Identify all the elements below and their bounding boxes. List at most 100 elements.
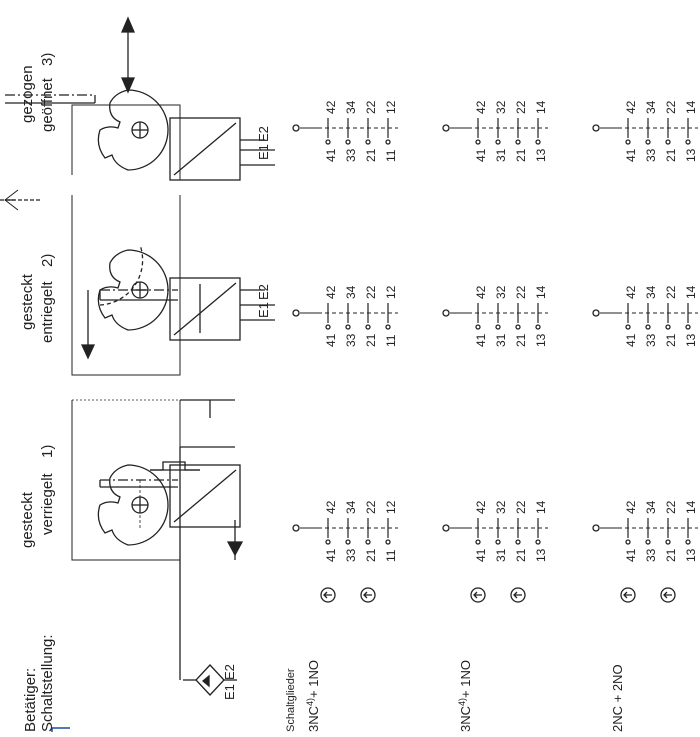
solenoid-icon bbox=[169, 117, 241, 181]
terminal-number: 33 bbox=[344, 548, 358, 562]
terminal-number: 41 bbox=[624, 333, 638, 347]
positive-opening-icon bbox=[620, 587, 636, 603]
terminal-number: 21 bbox=[364, 148, 378, 162]
terminal-number: 42 bbox=[474, 285, 488, 299]
terminal-number: 42 bbox=[624, 500, 638, 514]
terminal-number: 12 bbox=[384, 100, 398, 114]
betaetiger-label: Betätiger: bbox=[22, 668, 39, 732]
terminal-number: 41 bbox=[474, 333, 488, 347]
svg-text:gesteckt: gesteckt bbox=[19, 273, 36, 330]
terminal-number: 31 bbox=[494, 148, 508, 162]
svg-text:verriegelt: verriegelt bbox=[39, 472, 56, 535]
positive-opening-icon bbox=[320, 587, 336, 603]
terminal-e2-2: E2 bbox=[256, 284, 271, 300]
terminal-number: 22 bbox=[664, 285, 678, 299]
terminal-number: 22 bbox=[364, 285, 378, 299]
actuator-diagram-1 bbox=[71, 399, 244, 696]
terminal-number: 13 bbox=[684, 333, 698, 347]
actuator-diagram-3 bbox=[0, 16, 275, 211]
terminal-number: 14 bbox=[534, 285, 548, 299]
position-header-3: gezogen geöffnet 3) bbox=[19, 53, 56, 132]
contact-blocks: 4142333421221112414233342122111241423334… bbox=[292, 100, 698, 603]
schaltstellung-label: Schaltstellung: bbox=[39, 634, 56, 732]
terminal-number: 21 bbox=[514, 148, 528, 162]
tab-marker bbox=[51, 727, 70, 732]
key-shaft bbox=[99, 289, 178, 301]
terminal-number: 41 bbox=[624, 148, 638, 162]
terminal-number: 33 bbox=[344, 333, 358, 347]
svg-text:3): 3) bbox=[39, 53, 56, 66]
terminal-number: 21 bbox=[664, 548, 678, 562]
positive-opening-icon bbox=[470, 587, 486, 603]
terminal-number: 22 bbox=[514, 285, 528, 299]
actuator-diagram-2 bbox=[71, 195, 275, 376]
rectifier-icon bbox=[195, 664, 225, 696]
terminal-number: 31 bbox=[494, 548, 508, 562]
contact-block-v3-p2: 41 42 33 34 21 22 13 14 bbox=[592, 285, 698, 347]
terminal-number: 33 bbox=[644, 148, 658, 162]
terminal-number: 14 bbox=[534, 100, 548, 114]
position-header-2: gesteckt entriegelt 2) bbox=[19, 254, 56, 343]
terminal-number: 13 bbox=[534, 548, 548, 562]
terminal-number: 34 bbox=[644, 285, 658, 299]
terminal-number: 33 bbox=[344, 148, 358, 162]
terminal-e2-1: E2 bbox=[222, 664, 237, 680]
terminal-number: 34 bbox=[344, 500, 358, 514]
terminal-number: 11 bbox=[384, 549, 398, 562]
terminal-e1-2: E1 bbox=[256, 302, 271, 318]
terminal-number: 42 bbox=[324, 500, 338, 514]
svg-text:gezogen: gezogen bbox=[19, 65, 36, 123]
svg-text:entriegelt: entriegelt bbox=[39, 280, 56, 343]
terminal-number: 21 bbox=[364, 548, 378, 562]
terminal-number: 21 bbox=[514, 548, 528, 562]
terminal-number: 32 bbox=[494, 285, 508, 299]
key-shaft bbox=[99, 479, 178, 488]
terminal-number: 11 bbox=[384, 334, 398, 347]
solenoid-icon bbox=[169, 464, 241, 528]
svg-text:2): 2) bbox=[39, 254, 56, 267]
terminal-number: 14 bbox=[684, 500, 698, 514]
terminal-number: 34 bbox=[344, 285, 358, 299]
terminal-number: 42 bbox=[624, 285, 638, 299]
terminal-number: 13 bbox=[684, 548, 698, 562]
terminal-number: 22 bbox=[664, 100, 678, 114]
terminal-number: 22 bbox=[364, 100, 378, 114]
terminal-number: 42 bbox=[324, 100, 338, 114]
terminal-number: 13 bbox=[534, 333, 548, 347]
terminal-number: 21 bbox=[664, 333, 678, 347]
terminal-number: 42 bbox=[474, 100, 488, 114]
terminal-number: 21 bbox=[364, 333, 378, 347]
solenoid-icon bbox=[169, 277, 241, 341]
variant-label-1: 3NC4)+ 1NO bbox=[305, 660, 321, 732]
terminal-number: 34 bbox=[344, 100, 358, 114]
terminal-number: 14 bbox=[684, 285, 698, 299]
terminal-number: 33 bbox=[644, 333, 658, 347]
svg-text:gesteckt: gesteckt bbox=[19, 491, 36, 548]
terminal-number: 31 bbox=[494, 333, 508, 347]
cam-wheel-icon bbox=[97, 89, 169, 171]
terminal-number: 42 bbox=[324, 285, 338, 299]
terminal-number: 32 bbox=[494, 500, 508, 514]
terminal-e1-3: E1 bbox=[256, 144, 271, 160]
svg-text:geöffnet: geöffnet bbox=[39, 77, 56, 132]
removed-key bbox=[5, 94, 96, 104]
terminal-number: 22 bbox=[364, 500, 378, 514]
terminal-number: 22 bbox=[514, 500, 528, 514]
variant-label-3: 2NC + 2NO bbox=[610, 664, 625, 732]
terminal-number: 42 bbox=[474, 500, 488, 514]
svg-text:1): 1) bbox=[39, 445, 56, 458]
terminal-number: 22 bbox=[514, 100, 528, 114]
terminal-number: 41 bbox=[474, 148, 488, 162]
terminal-number: 34 bbox=[644, 100, 658, 114]
terminal-number: 14 bbox=[684, 100, 698, 114]
variant-label-2: 3NC4)+ 1NO bbox=[457, 660, 473, 732]
terminal-number: 41 bbox=[324, 333, 338, 347]
position-header-1: gesteckt verriegelt 1) bbox=[19, 445, 56, 548]
positive-opening-icon bbox=[360, 587, 376, 603]
